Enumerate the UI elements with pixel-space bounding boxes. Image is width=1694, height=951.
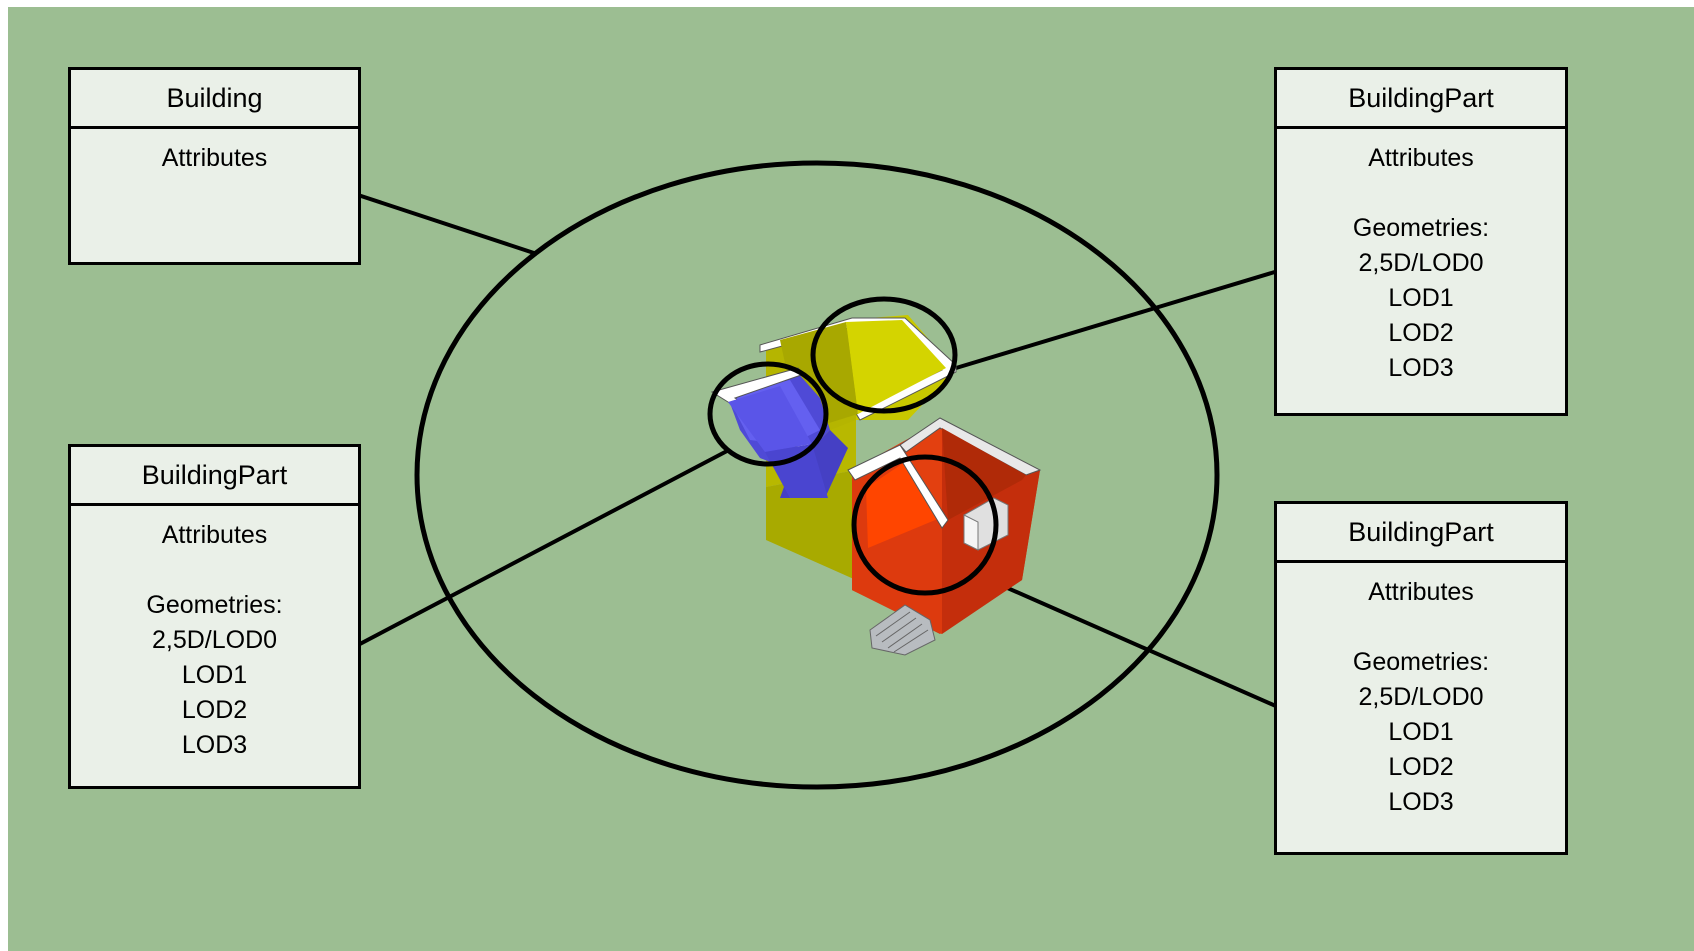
building-part-box-left: BuildingPart Attributes Geometries: 2,5D… (68, 444, 361, 789)
geometry-item: 2,5D/LOD0 (1358, 249, 1484, 277)
connector-part-bottom-right (977, 573, 1279, 709)
building-part-title: BuildingPart (1277, 70, 1565, 129)
attributes-label: Attributes (161, 521, 268, 549)
geometries-label: Geometries: (1352, 648, 1490, 676)
building-part-box-bottom-right: BuildingPart Attributes Geometries: 2,5D… (1274, 501, 1568, 855)
building-ellipse (414, 160, 1220, 790)
connector-building (357, 193, 538, 256)
geometry-item: LOD3 (1388, 354, 1454, 382)
connector-part-top-right (955, 269, 1279, 370)
geometry-item: LOD3 (181, 731, 248, 759)
geometry-item: 2,5D/LOD0 (151, 626, 278, 654)
building-illustration (710, 315, 1042, 656)
geometry-item: LOD1 (1388, 284, 1454, 312)
geometry-item: LOD1 (181, 661, 248, 689)
attributes-label: Attributes (1368, 578, 1474, 606)
geometry-item: LOD1 (1388, 718, 1454, 746)
building-title: Building (71, 70, 358, 129)
highlight-circle-red-part (851, 454, 999, 596)
geometry-item: LOD2 (181, 696, 248, 724)
geometries-label: Geometries: (146, 591, 283, 619)
building-part-box-top-right: BuildingPart Attributes Geometries: 2,5D… (1274, 67, 1568, 416)
building-part-title: BuildingPart (1277, 504, 1565, 563)
highlight-circle-blue-part (707, 361, 829, 467)
geometry-item: LOD3 (1388, 788, 1454, 816)
building-attributes-label: Attributes (161, 144, 268, 172)
building-part-title: BuildingPart (71, 447, 358, 506)
building-box: Building Attributes (68, 67, 361, 265)
geometry-item: 2,5D/LOD0 (1358, 683, 1484, 711)
geometry-item: LOD2 (1388, 753, 1454, 781)
geometry-item: LOD2 (1388, 319, 1454, 347)
geometries-label: Geometries: (1352, 214, 1490, 242)
attributes-label: Attributes (1368, 144, 1474, 172)
highlight-circle-yellow-part (810, 296, 958, 414)
connector-part-left (357, 449, 728, 647)
